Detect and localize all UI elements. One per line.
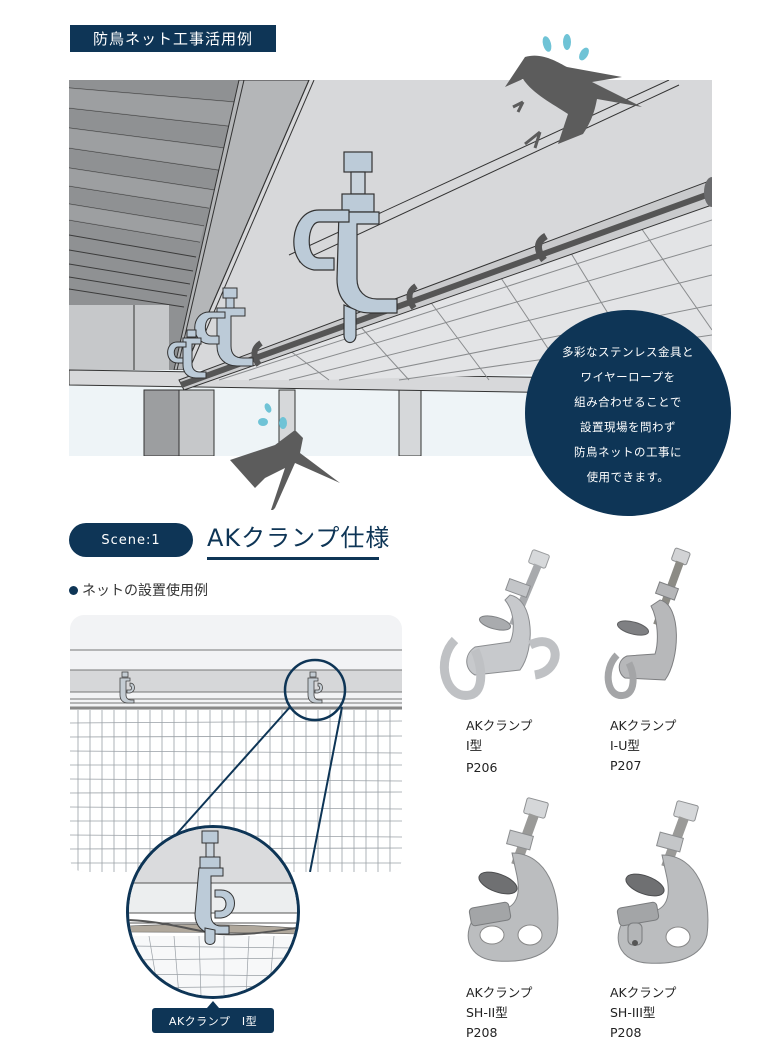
product-caption-iu-type: AKクランプ I-U型 P207	[610, 716, 676, 776]
product-name: AKクランプ	[610, 718, 677, 733]
product-type: SH-II型	[466, 1005, 508, 1020]
water-drop-icon	[563, 34, 571, 50]
product-name: AKクランプ	[610, 985, 677, 1000]
swallow-illustration	[225, 400, 345, 513]
feature-callout: 多彩なステンレス金具と ワイヤーロープを 組み合わせることで 設置現場を問わず …	[525, 310, 731, 516]
bullet-dot-icon	[69, 585, 78, 595]
detail-tag: AKクランプ I型	[152, 1001, 274, 1033]
product-page: P206	[466, 760, 498, 775]
product-page: P208	[466, 1025, 498, 1038]
crow-illustration	[495, 32, 645, 162]
callout-line: 組み合わせることで	[574, 395, 682, 409]
subhead: ネットの設置使用例	[69, 580, 208, 600]
product-image-iu-type	[595, 545, 705, 705]
callout-line: 使用できます。	[586, 470, 670, 484]
product-type: SH-III型	[610, 1005, 656, 1020]
product-name: AKクランプ	[466, 985, 533, 1000]
water-drop-icon	[579, 47, 589, 61]
ceiling-net-illustration	[69, 80, 712, 456]
zoom-detail-circle	[126, 825, 300, 999]
product-type: I-U型	[610, 738, 640, 753]
callout-line: 防鳥ネットの工事に	[574, 445, 682, 459]
subhead-text: ネットの設置使用例	[82, 583, 208, 599]
water-drop-icon	[279, 417, 287, 429]
product-caption-sh3-type: AKクランプ SH-III型 P208	[610, 983, 676, 1038]
callout-line: 設置現場を問わず	[580, 420, 676, 434]
product-name: AKクランプ	[466, 718, 533, 733]
scene-title: AKクランプ仕様	[207, 518, 389, 560]
product-page: P207	[610, 758, 642, 773]
section-label: 防鳥ネット工事活用例	[70, 25, 276, 52]
product-type: I型	[466, 738, 483, 753]
hero-illustration	[69, 80, 712, 456]
water-drop-icon	[264, 403, 272, 413]
water-drop-icon	[258, 418, 268, 426]
product-image-sh3-type	[600, 795, 720, 970]
product-caption-sh2-type: AKクランプ SH-II型 P208	[466, 983, 532, 1038]
scene-pill: Scene:1	[69, 523, 193, 557]
product-image-sh2-type	[450, 795, 570, 970]
product-image-i-type	[435, 540, 575, 705]
product-page: P208	[610, 1025, 642, 1038]
callout-line: ワイヤーロープを	[580, 370, 676, 384]
product-caption-i-type: AKクランプ I型 P206	[466, 716, 532, 778]
water-drop-icon	[542, 36, 552, 52]
callout-line: 多彩なステンレス金具と	[562, 345, 694, 359]
